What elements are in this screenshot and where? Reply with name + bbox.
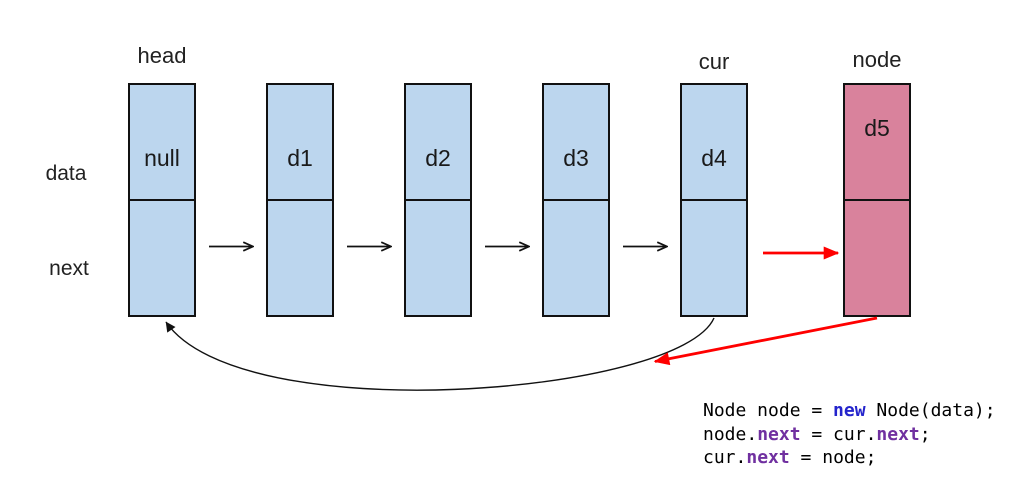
- next-row-label: next: [49, 257, 89, 280]
- code-token-kw: new: [833, 400, 866, 421]
- cur-node: d4: [680, 83, 748, 317]
- code-token: node.: [703, 423, 758, 445]
- node-d3-data-value: d3: [563, 145, 589, 171]
- code-line-2: node.next = cur.next;: [703, 423, 996, 447]
- head-node: null: [128, 83, 196, 317]
- cur-node-data-value: d4: [701, 145, 727, 171]
- node-pointer-label: node: [852, 47, 902, 72]
- code-token: = node;: [789, 447, 877, 468]
- cur-node-divider: [682, 199, 746, 201]
- code-token: = cur.: [800, 423, 877, 445]
- new-node: d5: [843, 83, 911, 317]
- code-snippet: Node node = new Node(data);node.next = c…: [703, 399, 996, 470]
- new-node-divider: [845, 199, 909, 201]
- cur-next-to-head-arrow: [165, 317, 715, 391]
- node-d2-data-value: d2: [425, 145, 451, 171]
- head-node-divider: [130, 199, 194, 201]
- code-token: Node node =: [703, 400, 834, 421]
- data-row-label: data: [45, 162, 87, 185]
- head-node-data-value: null: [144, 145, 180, 171]
- node-d1: d1: [266, 83, 334, 317]
- node-d1-data-value: d1: [287, 145, 313, 171]
- code-token: ;: [919, 423, 931, 445]
- code-token-mem: next: [757, 423, 801, 445]
- cur-pointer-label: cur: [698, 49, 730, 74]
- head-pointer-label: head: [137, 43, 187, 68]
- code-token: Node(data);: [865, 400, 996, 421]
- code-token-mem: next: [746, 447, 790, 468]
- code-line-1: Node node = new Node(data);: [703, 399, 996, 423]
- node-d2: d2: [404, 83, 472, 317]
- node-d3-divider: [544, 199, 608, 201]
- node-next-arrow: [653, 316, 878, 366]
- new-node-data-value: d5: [864, 115, 890, 141]
- code-token-mem: next: [876, 423, 920, 445]
- node-d3: d3: [542, 83, 610, 317]
- code-line-3: cur.next = node;: [703, 446, 996, 470]
- node-d1-divider: [268, 199, 332, 201]
- node-d2-divider: [406, 199, 470, 201]
- code-token: cur.: [703, 447, 747, 468]
